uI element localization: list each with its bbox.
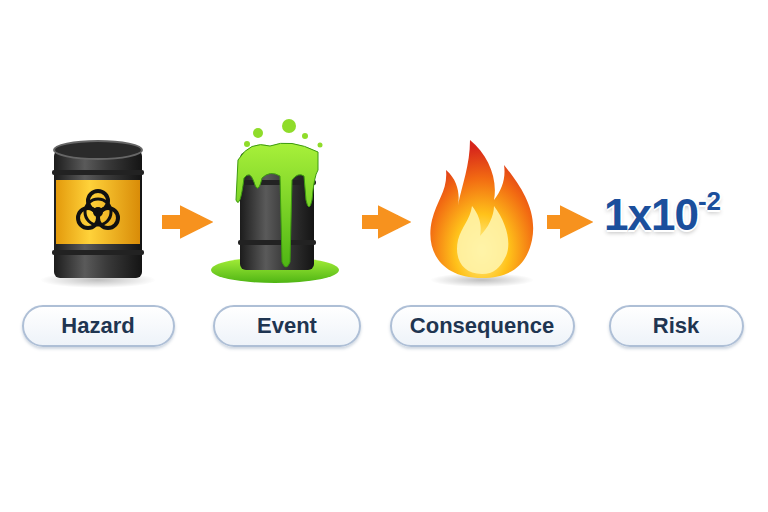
- stage-label: Hazard: [61, 313, 134, 339]
- flow-arrow: [547, 215, 580, 229]
- stage-pill: Consequence: [390, 305, 575, 347]
- flow-arrow: [162, 215, 200, 229]
- leaking-barrel: [211, 119, 339, 283]
- stage-pill: Event: [213, 305, 361, 347]
- stage-pill: Hazard: [22, 305, 175, 347]
- risk-mantissa: 1x10: [604, 190, 698, 239]
- hazard-barrel: [40, 141, 156, 288]
- stage-pill: Risk: [609, 305, 744, 347]
- stage-label: Consequence: [410, 313, 554, 339]
- flow-arrow: [362, 215, 398, 229]
- stage-label: Event: [257, 313, 317, 339]
- fire-icon: [430, 140, 534, 287]
- risk-value: 1x10-2: [604, 190, 721, 240]
- stage-label: Risk: [653, 313, 699, 339]
- risk-exponent: -2: [698, 186, 721, 216]
